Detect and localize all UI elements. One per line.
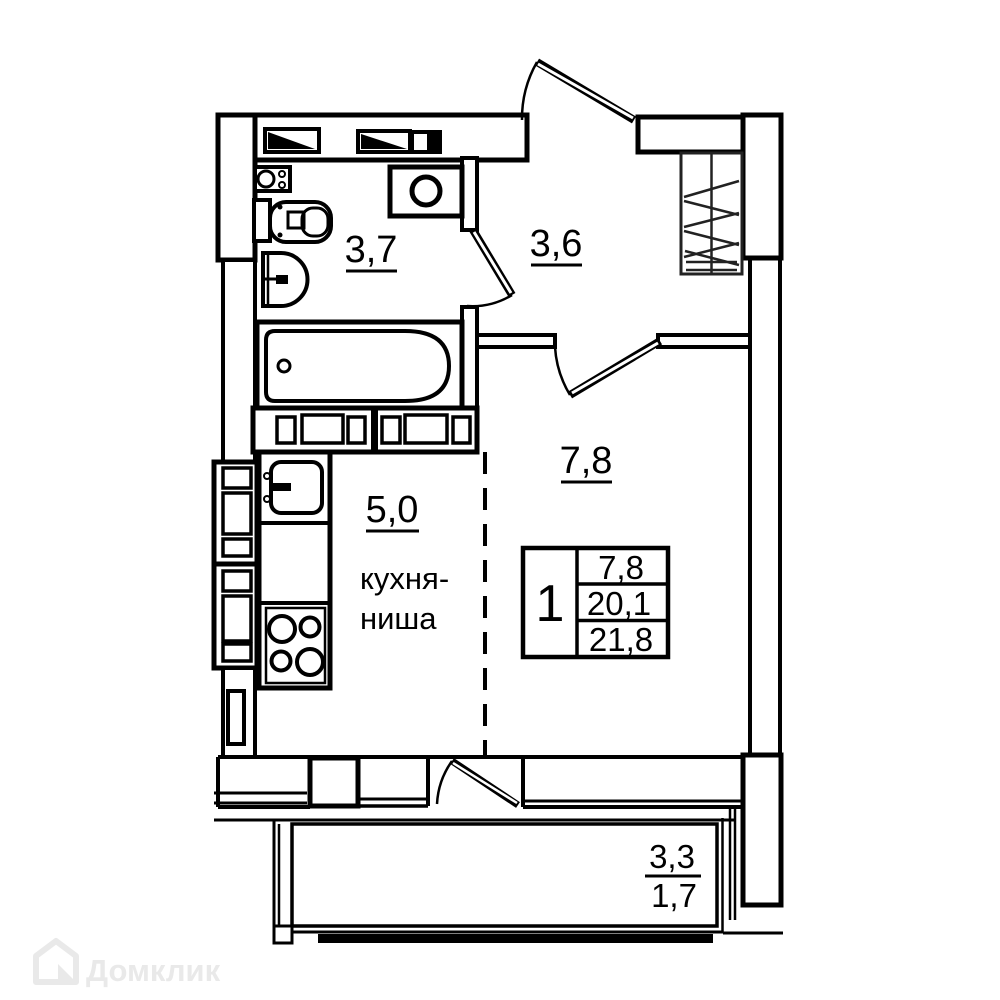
vent-slot-shade [361, 134, 407, 149]
bathroom-area-label: 3,7 [345, 229, 398, 271]
vent-duct [221, 642, 253, 663]
water-heater [253, 165, 292, 193]
stove-burner [269, 649, 293, 673]
vent-slot-shade [268, 132, 315, 149]
room-labels: 3,7 3,6 7,8 5,0 кухня- ниша 3,3 1,7 [345, 223, 701, 914]
partition-panel [346, 415, 367, 445]
balcony-door-leaf-inner [452, 761, 518, 805]
pillar-top-right [740, 112, 784, 261]
wall-left-mid [221, 258, 257, 464]
divider-wall-left [475, 333, 557, 349]
water-heater-dial [256, 169, 276, 189]
wall-pier [307, 755, 361, 809]
area-no-balcony-value: 20,1 [587, 585, 651, 622]
washing-machine [387, 164, 465, 219]
watermark-brand-text: Домклик [86, 953, 221, 988]
partition-panel [275, 415, 297, 445]
partition-panel [451, 415, 472, 445]
toilet-hinge [277, 232, 283, 238]
vent-duct [221, 569, 253, 593]
toilet-tank [252, 198, 272, 243]
water-heater-knob [278, 181, 286, 189]
sink-tap [269, 483, 291, 491]
vent-duct [221, 594, 253, 643]
bathroom-door-leaf-inner [472, 231, 513, 294]
entrance-door-leaf-inner [537, 62, 634, 120]
total-area-value: 21,8 [589, 621, 653, 658]
stove-burner [267, 614, 297, 644]
wall-left-thick [215, 112, 258, 263]
living-area-value: 7,8 [598, 549, 644, 586]
top-wall-right [635, 114, 746, 155]
vent-shaft-lower [211, 561, 260, 671]
toilet [252, 198, 333, 244]
kitchen-sink [263, 460, 324, 515]
pillar-bottom-right [740, 752, 784, 908]
kitchen-name-line2: ниша [360, 601, 437, 636]
room-door [553, 337, 663, 399]
toilet-flush [286, 210, 306, 230]
balcony-railing [318, 934, 713, 943]
toilet-seat [300, 206, 330, 238]
divider-wall-right [656, 333, 752, 349]
balcony-floor [290, 822, 719, 928]
kitchen-area-label: 5,0 [366, 489, 419, 531]
vent-duct [221, 537, 253, 558]
walls [211, 112, 784, 908]
room-door-swing-arc [553, 346, 572, 396]
partition-panel [300, 413, 345, 445]
entrance-door-swing-arc [520, 61, 539, 121]
toilet-hinge [277, 204, 283, 210]
stove-frame [264, 606, 327, 685]
vent-duct [221, 491, 253, 536]
washing-machine-drum [409, 174, 443, 208]
balcony-corner [272, 924, 294, 945]
water-heater-knob [278, 170, 286, 178]
summary-table-border [520, 545, 671, 660]
summary-table: 1 7,8 20,1 21,8 [520, 545, 671, 660]
partition-panel [380, 415, 402, 445]
bathroom-door [466, 227, 516, 308]
domclick-house-icon [33, 938, 79, 985]
balcony-area-counted-label: 1,7 [651, 877, 697, 914]
bottom-wall [214, 755, 743, 809]
rooms-count-value: 1 [536, 575, 565, 633]
sink-knob [263, 495, 271, 503]
top-wall-vent-slots [263, 127, 442, 154]
balcony [214, 808, 783, 945]
entrance-door [520, 58, 637, 124]
living-room-area-label: 7,8 [560, 440, 613, 482]
bathtub [254, 319, 465, 413]
vent-slot-shade [427, 134, 438, 150]
bathtub-inner [264, 329, 452, 403]
bathroom-door-swing-arc [466, 293, 513, 308]
wardrobe [679, 151, 744, 276]
wall-niche [226, 689, 246, 746]
bathroom-fixtures [250, 164, 480, 455]
washbasin [261, 251, 310, 308]
balcony-door-swing-arc [435, 760, 454, 805]
partition-panels [250, 405, 480, 455]
stove-burner [295, 647, 325, 677]
wardrobe-hatch [683, 179, 740, 272]
bathtub-drain [276, 358, 292, 374]
partition-divider [371, 408, 378, 452]
vent-duct [221, 466, 253, 490]
watermark: Домклик [33, 938, 221, 988]
washbasin-tap [276, 275, 288, 284]
kitchen-fixtures [256, 449, 487, 757]
balcony-door [435, 758, 520, 808]
stove-burner [298, 615, 322, 639]
partition-panel [403, 413, 449, 445]
sink-knob [263, 472, 271, 480]
kitchen-name-line1: кухня- [360, 561, 449, 596]
hallway-area-label: 3,6 [530, 223, 583, 265]
stove [264, 606, 327, 685]
domclick-arrow-icon [58, 964, 78, 984]
room-door-leaf-inner [571, 341, 659, 395]
washing-machine-body [387, 164, 465, 219]
vent-shaft-upper [211, 459, 260, 567]
balcony-area-total-label: 3,3 [649, 838, 695, 875]
